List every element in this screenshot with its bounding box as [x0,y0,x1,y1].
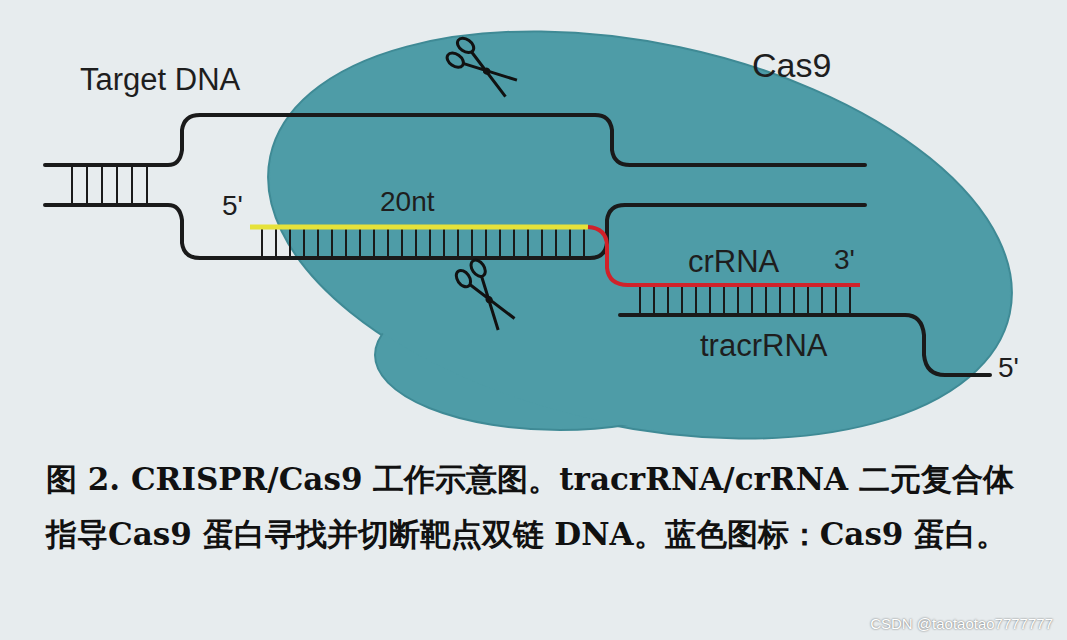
length-label: 20nt [380,186,435,218]
rna-label: crRNA [688,244,779,280]
end-label: 3' [834,244,855,276]
watermark: CSDN @taotaotao7777777 [870,615,1053,632]
rna-label: tracrRNA [700,328,827,364]
figure-caption: 图 2. CRISPR/Cas9 工作示意图。tracrRNA/crRNA 二元… [46,452,1036,562]
protein-blob: Cas9 [240,28,1030,448]
blob-outline [240,28,1030,448]
end-label: 5' [222,190,243,222]
end-label: 5' [998,352,1019,384]
protein-name: Cas9 [752,46,831,85]
strand-label: Target DNA [80,62,240,98]
